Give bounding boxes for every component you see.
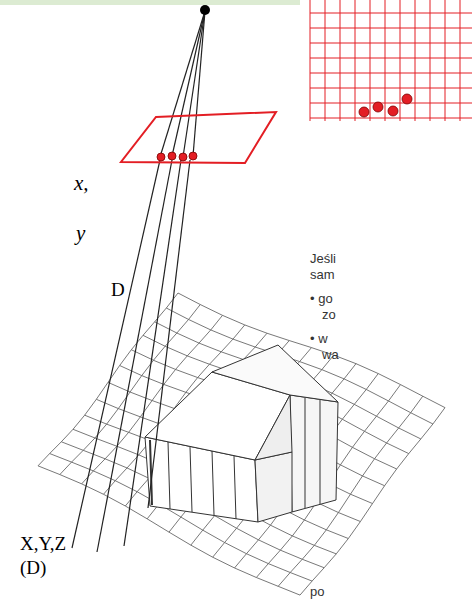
- body-text: sam: [310, 268, 335, 282]
- axis-label: y: [76, 222, 85, 245]
- axis-label: x,: [74, 172, 89, 195]
- body-text: zo: [322, 308, 336, 322]
- building: [145, 345, 338, 522]
- body-text: • go: [310, 292, 333, 306]
- body-text: • w: [310, 332, 328, 346]
- top-band: [0, 0, 300, 5]
- coordinate-label: X,Y,Z: [20, 534, 66, 555]
- camera-center: [200, 5, 210, 15]
- projection-rays: [72, 11, 205, 552]
- body-text: wa: [322, 348, 339, 362]
- image-points: [157, 152, 197, 161]
- body-text: po: [310, 585, 324, 599]
- pixel-grid: [310, 0, 472, 121]
- image-plane: [121, 112, 276, 163]
- terrain-mesh: [38, 293, 445, 595]
- distance-label: D: [111, 280, 125, 301]
- coordinate-label: (D): [20, 558, 46, 579]
- body-text: Jeśli: [310, 252, 336, 266]
